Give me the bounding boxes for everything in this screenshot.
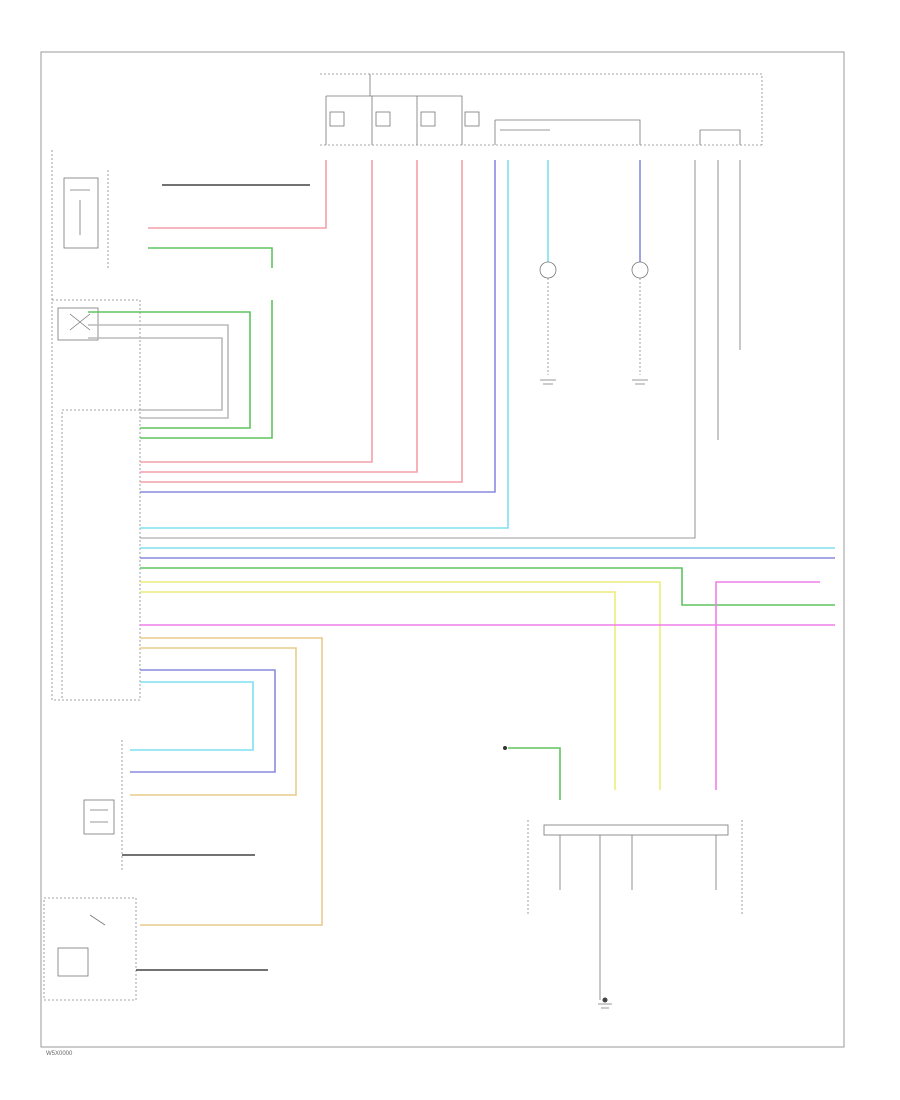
right-lamp [631, 160, 649, 385]
fuse-block [320, 73, 763, 146]
multifunction-switch [83, 740, 255, 870]
turn-signal-switch [51, 150, 109, 300]
figure-code: W5X0000 [46, 1051, 73, 1057]
rear-lamp-bar [503, 746, 743, 1009]
hazard-switch [43, 897, 268, 1001]
instrument-panel-cluster [51, 299, 141, 701]
diagram-frame [40, 51, 845, 1048]
left-lamp [539, 160, 557, 385]
